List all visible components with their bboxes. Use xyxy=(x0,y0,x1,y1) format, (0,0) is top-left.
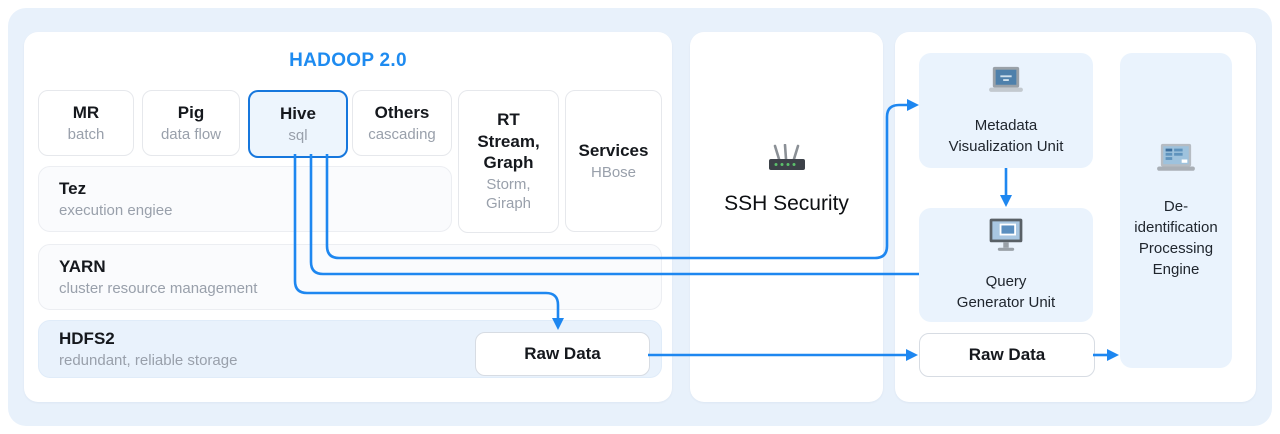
node-services-title: Services xyxy=(578,140,649,160)
node-rt-title: RT Stream, Graph xyxy=(477,110,540,172)
ssh-security-label: SSH Security xyxy=(724,192,849,215)
metadata-visualization-unit-node: Metadata Visualization Unit xyxy=(919,53,1093,168)
row-hdfs2-title: HDFS2 xyxy=(59,329,115,348)
node-mr-sub: batch xyxy=(67,125,105,143)
row-tez-title: Tez xyxy=(59,179,87,198)
query-generator-unit-label: Query Generator Unit xyxy=(956,273,1056,311)
raw-data-node-hdfs: Raw Data xyxy=(475,332,650,376)
query-generator-unit-node: Query Generator Unit xyxy=(919,208,1093,322)
deidentification-engine-node: De-identification Processing Engine xyxy=(1120,53,1232,368)
node-mr: MR batch xyxy=(38,90,134,156)
ssh-security-panel: SSH Security xyxy=(690,32,883,402)
row-yarn: YARN cluster resource management xyxy=(38,244,662,310)
node-services: Services HBose xyxy=(565,90,662,232)
row-tez-sub: execution engiee xyxy=(59,202,173,219)
raw-data-node-processing: Raw Data xyxy=(919,333,1095,377)
node-hive-highlighted: Hive sql xyxy=(248,90,348,158)
row-hdfs2-sub: redundant, reliable storage xyxy=(59,352,238,369)
laptop-data-icon xyxy=(1153,142,1199,181)
node-pig-sub: data flow xyxy=(160,125,222,143)
node-others-sub: cascading xyxy=(368,125,436,143)
row-tez: Tez execution engiee xyxy=(38,166,452,232)
row-yarn-title: YARN xyxy=(59,257,106,276)
node-services-sub: HBose xyxy=(590,163,637,181)
router-icon xyxy=(767,143,807,179)
row-yarn-sub: cluster resource management xyxy=(59,280,258,297)
processing-panel: Metadata Visualization Unit Query Genera… xyxy=(895,32,1256,402)
node-rt-sub: Storm, Giraph xyxy=(485,176,532,212)
node-others-title: Others xyxy=(374,102,430,122)
hadoop-title: HADOOP 2.0 xyxy=(289,50,407,71)
node-pig-title: Pig xyxy=(177,102,205,122)
node-hive-title: Hive xyxy=(280,103,316,123)
node-pig: Pig data flow xyxy=(142,90,240,156)
deidentification-engine-label: De-identification Processing Engine xyxy=(1134,197,1218,278)
raw-data-node-processing-label: Raw Data xyxy=(968,345,1046,364)
node-others: Others cascading xyxy=(352,90,452,156)
metadata-visualization-unit-label: Metadata Visualization Unit xyxy=(948,116,1064,155)
node-hive-sub: sql xyxy=(288,126,308,144)
node-mr-title: MR xyxy=(72,102,100,122)
raw-data-node-hdfs-label: Raw Data xyxy=(524,344,601,363)
laptop-icon xyxy=(985,65,1027,102)
hadoop-panel: HADOOP 2.0 MR batch Pig data flow Hive s… xyxy=(24,32,672,402)
monitor-icon xyxy=(986,217,1026,258)
node-rt-stream-graph: RT Stream, Graph Storm, Giraph xyxy=(458,90,559,233)
